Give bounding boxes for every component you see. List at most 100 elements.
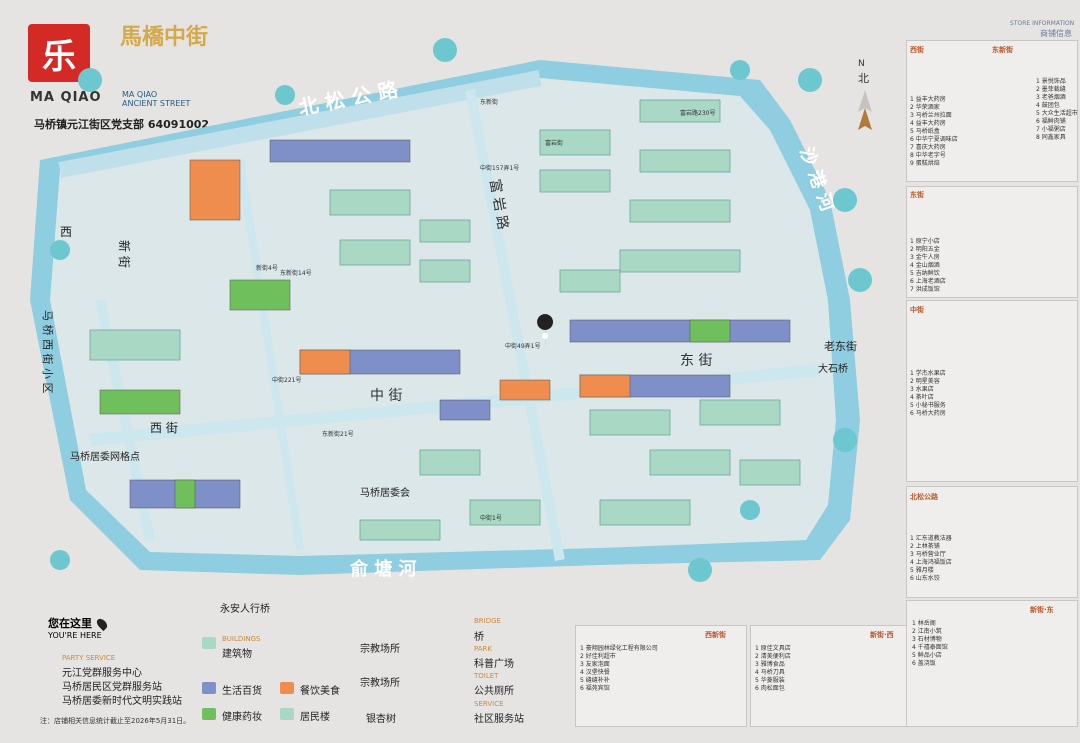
- store-item: 3 石材博物: [912, 636, 942, 643]
- building-label: 富岩路230号: [680, 109, 715, 117]
- store-item: 3 友家泡面: [580, 661, 610, 668]
- store-item: 7 小福粥店: [1036, 126, 1066, 133]
- store-item: 2 清美便利店: [755, 653, 791, 660]
- store-panel-middle: [906, 300, 1078, 482]
- maqiao-logo: 乐: [28, 24, 90, 82]
- store-list: 1 学杰水果店 2 明星美容 3 水果店 4 茶叶店 5 小秘书服务 6 马桥大…: [910, 370, 946, 418]
- store-item: 4 马桥刀具: [755, 669, 785, 676]
- ginkgo-label: 银杏树: [366, 714, 396, 725]
- store-item: 5 小秘书服务: [910, 402, 946, 409]
- store-list: 1 原佳文具店 2 清美便利店 3 雅博食品 4 马桥刀具 5 华菱服装 6 肉…: [755, 645, 791, 693]
- store-item: 4 金山烟酒: [910, 262, 940, 269]
- store-item: 1 豪翔园林绿化工程有限公司: [580, 645, 658, 652]
- service-cn: 社区服务站: [474, 714, 524, 725]
- footnote: 注：店铺相关信息统计截止至2026年5月31日。: [40, 717, 191, 725]
- store-item: 3 马桥营业厅: [910, 551, 946, 558]
- brand-cn: 馬橋中街: [120, 25, 209, 50]
- temple-label: 宗教场所: [360, 678, 400, 689]
- temple-label: 宗教场所: [360, 644, 400, 655]
- store-item: 1 原佳文具店: [755, 645, 791, 652]
- store-item: 5 华菱服装: [755, 677, 785, 684]
- party-service-en: PARTY SERVICE: [62, 654, 116, 662]
- store-item: 4 上海鸿福饭店: [910, 559, 952, 566]
- brand-title: 馬橋中街: [120, 26, 208, 50]
- store-item: 4 汉堡快餐: [580, 669, 610, 676]
- old-east-label: 老东街: [824, 339, 857, 353]
- category-label: 生活百货: [222, 686, 262, 697]
- toilet-en: TOILET: [474, 672, 499, 680]
- store-list: 1 豪翔园林绿化工程有限公司 2 好佳利超市 3 友家泡面 4 汉堡快餐 5 缝…: [580, 645, 658, 693]
- category-swatch-daily: [202, 682, 216, 694]
- store-info-en: STORE INFORMATION: [1010, 20, 1075, 27]
- store-item: 3 马桥兰州拉面: [910, 112, 952, 119]
- store-item: 2 明星美容: [910, 378, 940, 385]
- store-item: 4 千禧泰面馆: [912, 644, 948, 651]
- park-cn: 科普广场: [474, 659, 514, 670]
- store-item: 2 墨菲裁缝: [1036, 86, 1066, 93]
- store-item: 6 肉松面包: [755, 685, 785, 692]
- store-item: 1 原宁小店: [910, 238, 940, 245]
- store-item: 5 雅月楼: [910, 567, 934, 574]
- store-section-title: 东街: [910, 191, 924, 199]
- store-item: 4 鼓团包: [1036, 102, 1060, 109]
- store-item: 5 马桥纸盒: [910, 128, 940, 135]
- category-label: 居民楼: [300, 712, 330, 723]
- residential-blocks: [89, 99, 801, 541]
- logo-glyph: 乐: [42, 36, 76, 77]
- building-swatch: [202, 637, 216, 649]
- store-item: 4 茶叶店: [910, 394, 934, 401]
- store-item: 8 中华老字号: [910, 152, 946, 159]
- building-label: 东新街21号: [322, 430, 354, 438]
- tree-icons: [50, 38, 872, 582]
- you-are-here-pin[interactable]: [537, 314, 554, 350]
- west-block-label: 马 桥 西 街 小 区: [41, 310, 55, 393]
- store-item: 1 学杰水果店: [910, 370, 946, 377]
- store-info-cn: 商铺信息: [1040, 29, 1072, 38]
- store-item: 4 益丰大药房: [910, 120, 946, 127]
- north-road: [58, 70, 542, 178]
- party-item: 元江党群服务中心: [62, 668, 142, 679]
- store-list: 1 景悦饰品 2 墨菲裁缝 3 老爸烟酒 4 鼓团包 5 大众生活超市 6 福鲜…: [1036, 78, 1078, 142]
- party-item: 马桥居民区党群服务站: [62, 682, 162, 693]
- store-item: 2 上林茶铺: [910, 543, 940, 550]
- store-panel-xixinjie: [575, 625, 747, 727]
- building-labels: 东新街 中街157弄1号 富岩街 中街221号 东新街14号 新街4号 东新街2…: [256, 98, 715, 522]
- store-panel-xinjie-east: [906, 600, 1078, 727]
- brand-en-2: ANCIENT STREET: [122, 99, 191, 108]
- store-item: 3 老爸烟酒: [1036, 94, 1066, 101]
- store-item: 9 蛋糕烘焙: [910, 160, 940, 167]
- category-swatch-residential: [280, 708, 294, 720]
- store-item: 7 喜庆大药房: [910, 144, 946, 151]
- you-are-here-en: YOU'RE HERE: [48, 631, 102, 640]
- buildings-cn: 建筑物: [222, 649, 252, 660]
- south-river-label: 俞 塘 河: [349, 558, 417, 580]
- store-section-title: 新街·西: [870, 631, 894, 639]
- park-en: PARK: [474, 645, 493, 653]
- brand-en-1: MA QIAO: [122, 90, 158, 99]
- middle-street-label: 中 街: [370, 388, 402, 404]
- store-item: 6 中华宁夏调味店: [910, 136, 958, 143]
- store-panel-north: [906, 486, 1078, 598]
- you-are-here-cn: 您在这里: [48, 617, 92, 630]
- store-item: 3 水果店: [910, 386, 934, 393]
- party-item: 马桥居委新时代文明实践站: [62, 696, 182, 707]
- store-item: 1 林岳阁: [912, 620, 936, 627]
- west-street-label: 新 街: [117, 240, 132, 268]
- building-label: 中街221号: [272, 376, 301, 384]
- fuyan-road: [465, 89, 565, 561]
- bridge-cn: 桥: [474, 632, 484, 643]
- store-panel-xinjie-west: [750, 625, 922, 727]
- store-item: 1 景悦饰品: [1036, 78, 1066, 85]
- store-section-title: 东新街: [992, 46, 1013, 54]
- store-list: 1 益丰大药房 2 华荣酒家 3 马桥兰州拉面 4 益丰大药房 5 马桥纸盒 6…: [910, 96, 958, 168]
- store-item: 6 福苑宾馆: [580, 685, 610, 692]
- store-item: 1 益丰大药房: [910, 96, 946, 103]
- store-item: 5 鲜品小店: [912, 652, 942, 659]
- store-item: 1 汇东道教法器: [910, 535, 952, 542]
- yongan-bridge-label: 永安人行桥: [220, 602, 270, 615]
- compass: N 北: [858, 59, 872, 130]
- west-label: 西: [60, 225, 72, 239]
- party-contact: 马桥镇元江街区党支部 64091002: [34, 118, 210, 131]
